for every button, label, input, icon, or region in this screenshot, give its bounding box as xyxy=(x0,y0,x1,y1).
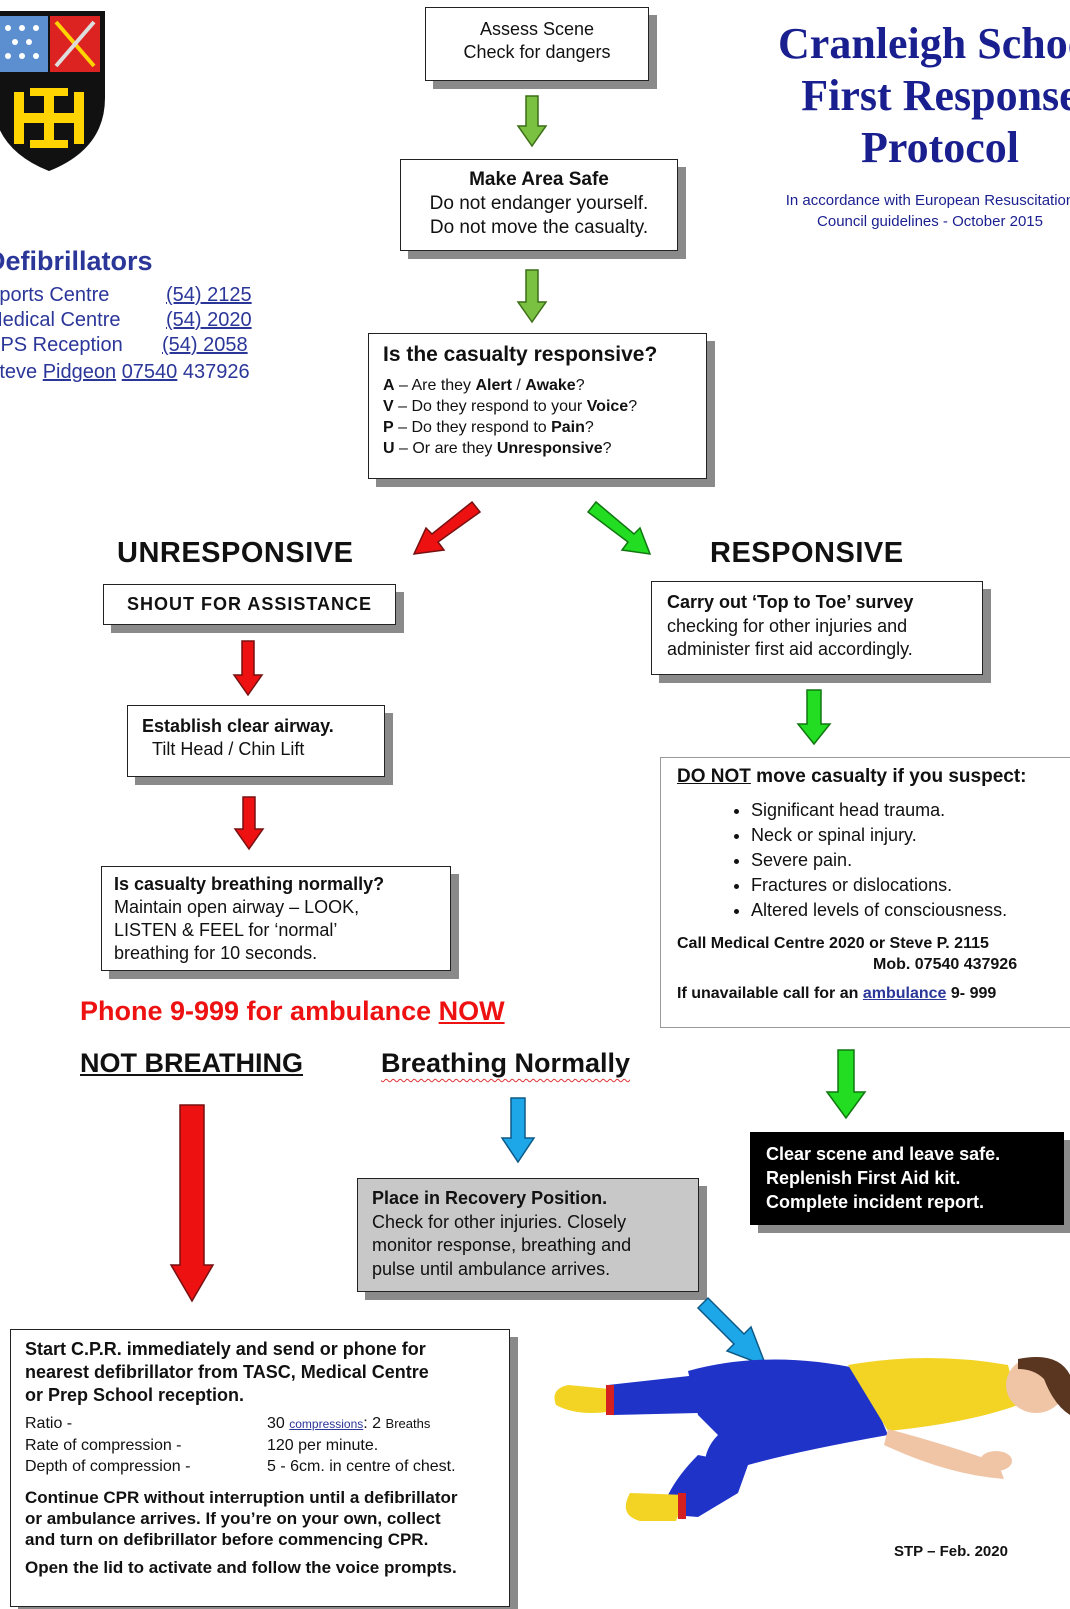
school-crest xyxy=(0,8,108,173)
cpr-continue-3: and turn on defibrillator before commenc… xyxy=(25,1530,429,1549)
arrow-down-green-2 xyxy=(516,269,548,324)
defib-contact: Steve Pidgeon 07540 437926 xyxy=(0,361,250,383)
cpr-text-3: or Prep School reception. xyxy=(25,1385,245,1405)
cpr-lid-text: Open the lid to activate and follow the … xyxy=(25,1558,457,1577)
breathing-question: Is casualty breathing normally? xyxy=(114,874,385,894)
arrow-down-red-long xyxy=(169,1104,215,1303)
arrow-down-red-1 xyxy=(232,640,264,697)
breathing-check-box: Is casualty breathing normally? Maintain… xyxy=(101,866,451,971)
suspect-item: Altered levels of consciousness. xyxy=(751,898,1054,923)
call-mobile-text: Mob. 07540 437926 xyxy=(873,956,1018,973)
title-line-1: Cranleigh School xyxy=(778,19,1070,68)
safe-text-1: Do not endanger yourself. xyxy=(429,193,649,214)
top-to-toe-box: Carry out ‘Top to Toe’ survey checking f… xyxy=(651,581,983,675)
recovery-position-illustration xyxy=(554,1357,1070,1521)
airway-text: Tilt Head / Chin Lift xyxy=(152,739,305,759)
guidelines-note: In accordance with European Resuscitatio… xyxy=(720,190,1070,232)
cpr-ratio-row: Ratio -30 compressions: 2 Breaths xyxy=(25,1415,431,1432)
arrow-down-red-2 xyxy=(233,796,265,851)
not-breathing-heading: NOT BREATHING xyxy=(80,1048,303,1078)
suspect-item: Neck or spinal injury. xyxy=(751,823,1054,848)
breathing-text-1: Maintain open airway – LOOK, xyxy=(114,897,360,917)
assess-text: Check for dangers xyxy=(463,42,611,62)
avpu-list: A – Are they Alert / Awake? V – Do they … xyxy=(383,375,692,459)
clear-text-1: Clear scene and leave safe. xyxy=(766,1144,1001,1164)
do-not-move-box: DO NOT move casualty if you suspect: Sig… xyxy=(660,757,1070,1028)
phone-ambulance-text: Phone 9-999 for ambulance NOW xyxy=(80,996,505,1026)
breathing-text-3: breathing for 10 seconds. xyxy=(114,943,318,963)
do-not-move-heading: DO NOT move casualty if you suspect: xyxy=(677,766,1027,787)
safe-text-2: Do not move the casualty. xyxy=(429,217,649,238)
arrow-down-blue xyxy=(500,1097,536,1164)
survey-text-1: checking for other injuries and xyxy=(667,615,908,636)
survey-text-2: administer first aid accordingly. xyxy=(667,639,913,659)
arrow-down-green-1 xyxy=(516,95,548,148)
arrow-diag-red xyxy=(412,500,482,555)
defib-row: Sports Centre(54) 2125 xyxy=(0,284,252,306)
make-area-safe-box: Make Area Safe Do not endanger yourself.… xyxy=(400,159,678,251)
arrow-down-green-3 xyxy=(796,689,832,746)
recovery-text-2: monitor response, breathing and xyxy=(372,1235,632,1255)
arrow-down-green-4 xyxy=(825,1049,867,1120)
avpu-item: U – Or are they Unresponsive? xyxy=(383,440,612,457)
airway-box: Establish clear airway. Tilt Head / Chin… xyxy=(127,705,385,777)
clear-text-3: Complete incident report. xyxy=(766,1192,985,1212)
responsive-question-box: Is the casualty responsive? A – Are they… xyxy=(368,333,707,479)
suspect-item: Severe pain. xyxy=(751,848,1054,873)
cpr-text-1: Start C.P.R. immediately and send or pho… xyxy=(25,1339,426,1359)
responsive-question: Is the casualty responsive? xyxy=(383,343,658,366)
avpu-item: V – Do they respond to your Voice? xyxy=(383,398,638,415)
breathing-normally-heading: Breathing Normally xyxy=(381,1048,631,1078)
title-line-3: Protocol xyxy=(860,123,1020,172)
unresponsive-heading: UNRESPONSIVE xyxy=(117,537,354,569)
avpu-item: A – Are they Alert / Awake? xyxy=(383,377,585,394)
call-medical-text: Call Medical Centre 2020 or Steve P. 211… xyxy=(677,935,989,952)
assess-title: Assess Scene xyxy=(479,19,595,39)
defibrillators-panel: Defibrillators Sports Centre(54) 2125 Me… xyxy=(0,246,306,385)
recovery-text-1: Check for other injuries. Closely xyxy=(372,1211,627,1232)
title-line-2: First Response xyxy=(801,71,1070,120)
suspect-list: Significant head trauma. Neck or spinal … xyxy=(677,798,1054,923)
defib-row: CPS Reception(54) 2058 xyxy=(0,334,248,356)
cpr-depth-row: Depth of compression -5 - 6cm. in centre… xyxy=(25,1458,456,1475)
defibrillators-heading: Defibrillators xyxy=(0,246,153,276)
suspect-item: Fractures or dislocations. xyxy=(751,873,1054,898)
assess-scene-box: Assess Scene Check for dangers xyxy=(425,7,649,81)
breathing-text-2: LISTEN & FEEL for ‘normal’ xyxy=(114,920,338,940)
cpr-continue-1: Continue CPR without interruption until … xyxy=(25,1488,458,1507)
responsive-heading: RESPONSIVE xyxy=(710,537,904,569)
recovery-position-box: Place in Recovery Position. Check for ot… xyxy=(357,1178,699,1292)
subtitle-line-1: In accordance with European Resuscitatio… xyxy=(785,192,1070,209)
recovery-text-3: pulse until ambulance arrives. xyxy=(372,1258,611,1279)
safe-title: Make Area Safe xyxy=(469,169,609,190)
defib-row: Medical Centre(54) 2020 xyxy=(0,309,252,331)
unavailable-text: If unavailable call for an ambulance 9- … xyxy=(677,985,997,1002)
survey-title: Carry out ‘Top to Toe’ survey xyxy=(667,592,914,612)
recovery-title: Place in Recovery Position. xyxy=(372,1188,608,1208)
arrow-diag-blue xyxy=(696,1296,768,1368)
subtitle-line-2: Council guidelines - October 2015 xyxy=(817,213,1043,230)
arrow-diag-green xyxy=(586,500,652,555)
cpr-continue-2: or ambulance arrives. If you’re on your … xyxy=(25,1509,441,1528)
shout-assistance-box: SHOUT FOR ASSISTANCE xyxy=(103,584,396,625)
suspect-item: Significant head trauma. xyxy=(751,798,1054,823)
cpr-instructions-box: Start C.P.R. immediately and send or pho… xyxy=(10,1329,510,1607)
avpu-item: P – Do they respond to Pain? xyxy=(383,419,594,436)
page-title: Cranleigh School First Response Protocol xyxy=(730,18,1070,174)
clear-text-2: Replenish First Aid kit. xyxy=(766,1168,961,1188)
footer-version: STP – Feb. 2020 xyxy=(894,1543,1008,1560)
cpr-text-2: nearest defibrillator from TASC, Medical… xyxy=(25,1362,429,1382)
cpr-rate-row: Rate of compression -120 per minute. xyxy=(25,1437,379,1454)
airway-title: Establish clear airway. xyxy=(142,716,334,736)
clear-scene-box: Clear scene and leave safe. Replenish Fi… xyxy=(750,1132,1064,1225)
